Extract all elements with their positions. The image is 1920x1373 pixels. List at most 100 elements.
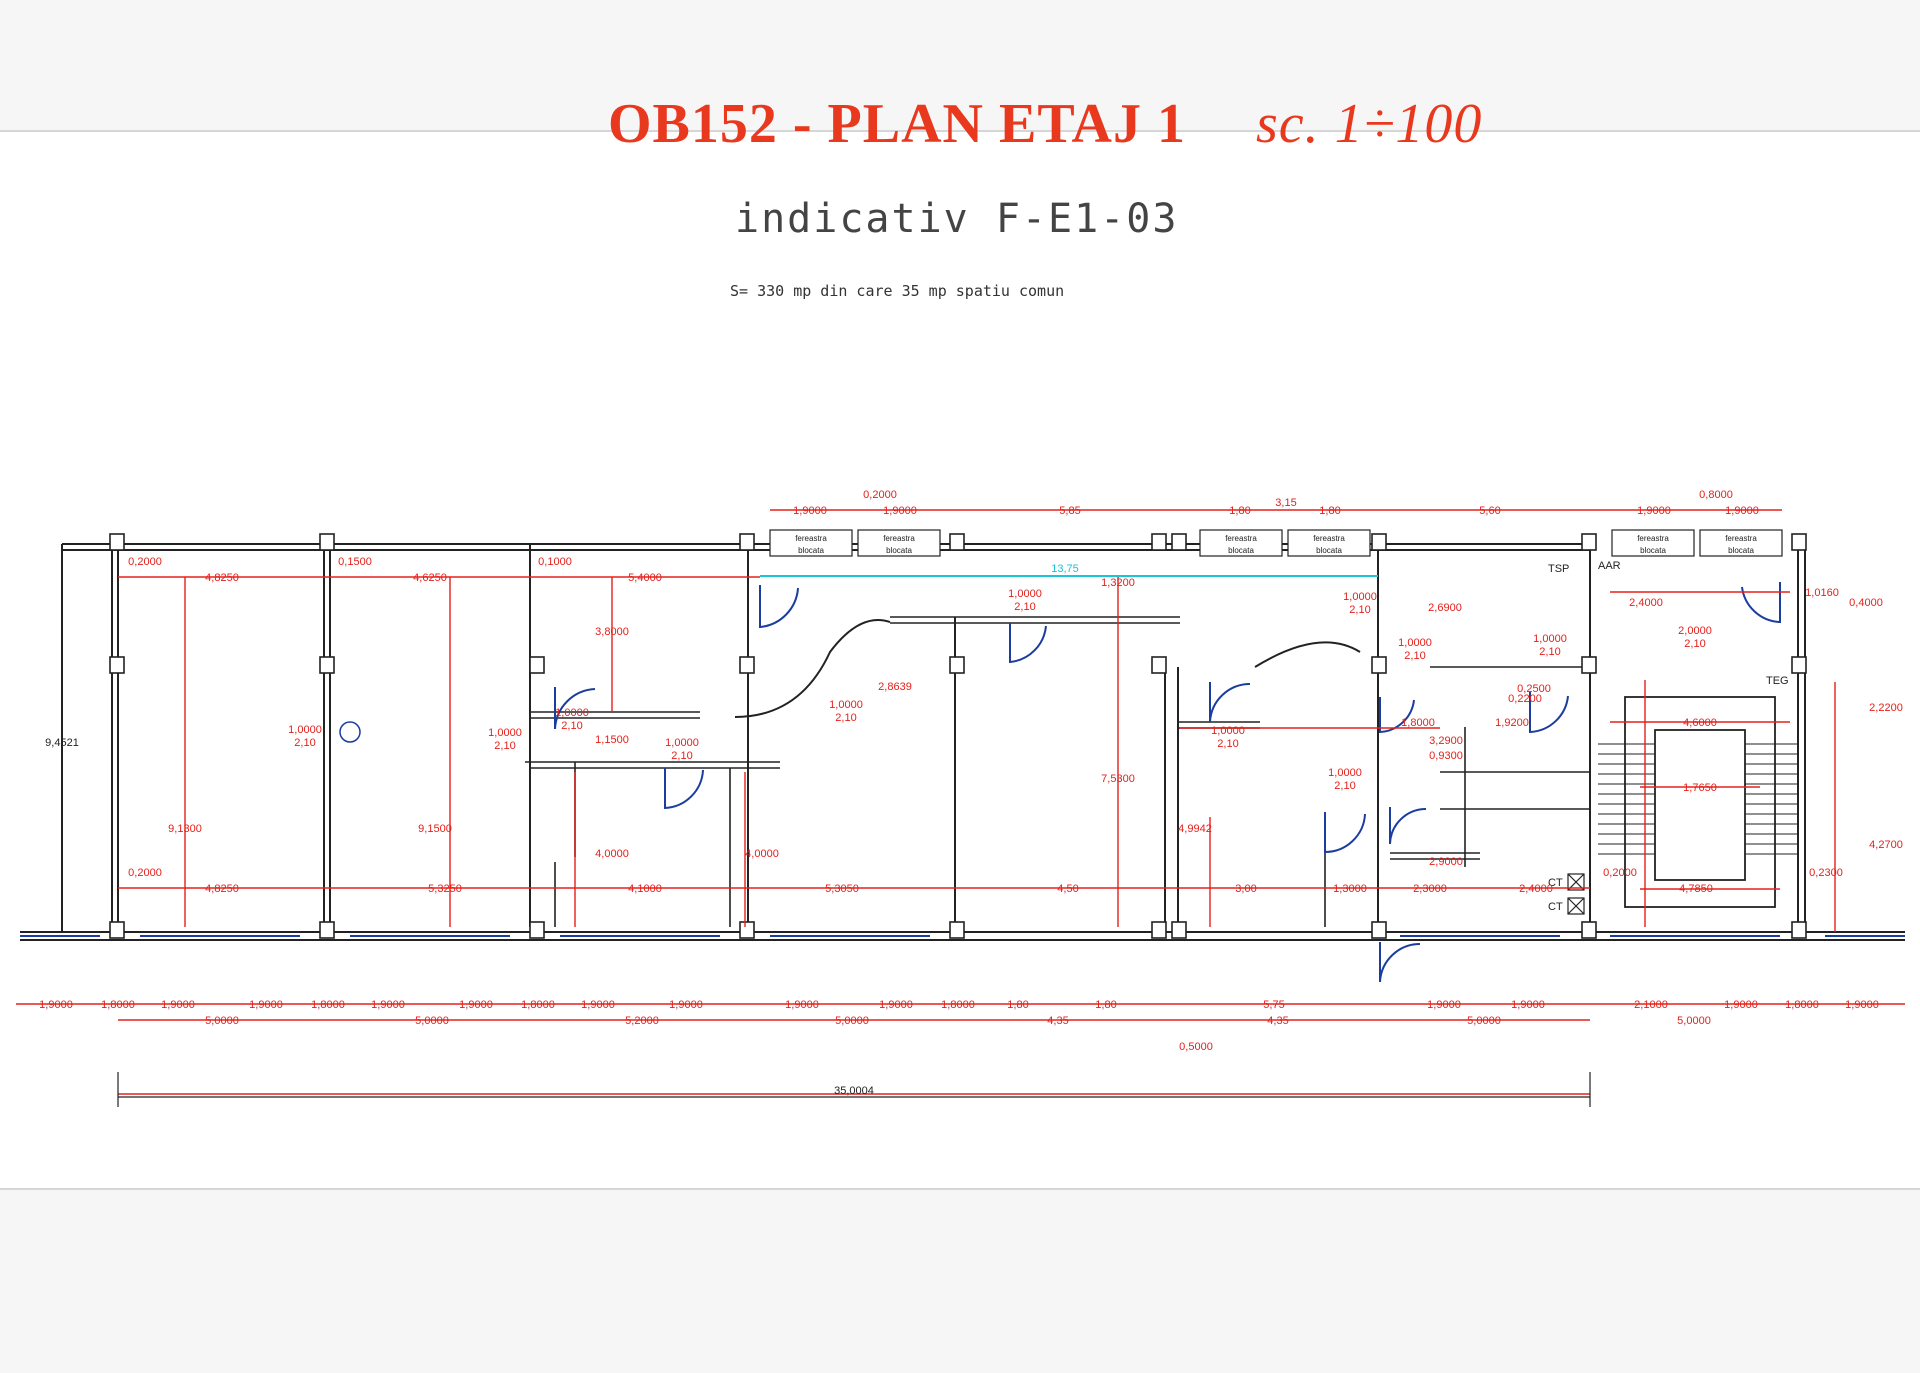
dim-misc: 0,9300 <box>1429 750 1463 762</box>
plan-title-main: OB152 - PLAN ETAJ 1 <box>608 93 1186 155</box>
dim-bottom: 1,80 <box>1007 999 1028 1011</box>
hydrant-icon <box>339 721 361 743</box>
overall-height: 9,4521 <box>45 737 79 749</box>
dim-bottom: 1,9000 <box>1511 999 1545 1011</box>
window-label: blocata <box>1316 546 1342 555</box>
dim-top: 5,85 <box>1059 505 1080 517</box>
dim-top: 1,9000 <box>883 505 917 517</box>
door-swing <box>1379 697 1415 734</box>
dim-bottom-bay: 5,2000 <box>625 1015 659 1027</box>
dim-bottom: 1,9000 <box>371 999 405 1011</box>
dim-top: 1,9000 <box>793 505 827 517</box>
room-width: 3,00 <box>1235 883 1256 895</box>
tag-ct: CT <box>1548 877 1563 889</box>
dim-misc: 2,9000 <box>1429 856 1463 868</box>
dimension-texts: 1,9000 1,8000 1,9000 1,9000 1,8000 1,900… <box>39 489 1903 1053</box>
dim-bottom: 5,75 <box>1263 999 1284 1011</box>
top-windows <box>769 529 1783 557</box>
room-width: 4,8250 <box>205 572 239 584</box>
door-size: 2,10 <box>1014 601 1035 613</box>
dim-misc: 0,2500 <box>1517 683 1551 695</box>
window-label: fereastra <box>1225 534 1257 543</box>
door-swing <box>554 687 596 730</box>
dim-bottom: 1,9000 <box>459 999 493 1011</box>
doors <box>554 582 1781 983</box>
tag-ct: CT <box>1548 901 1563 913</box>
door-swing <box>759 585 799 629</box>
wall-offset: 0,1000 <box>538 556 572 568</box>
dim-top: 1,9000 <box>1637 505 1671 517</box>
dim-bottom: 1,9000 <box>669 999 703 1011</box>
door-size: 1,0000 <box>555 707 589 719</box>
dim-misc: 0,2300 <box>1809 867 1843 879</box>
overall-length: 35,0004 <box>834 1085 874 1097</box>
tag-teg: TEG <box>1766 675 1789 687</box>
plan-indicativ: indicativ F-E1-03 <box>735 196 1179 242</box>
window-label: fereastra <box>795 534 827 543</box>
stair-steps <box>1598 743 1798 855</box>
door-size: 2,10 <box>294 737 315 749</box>
door-swing <box>1389 807 1427 845</box>
dim-misc: 0,4000 <box>1849 597 1883 609</box>
window-label: blocata <box>1228 546 1254 555</box>
window-label: fereastra <box>1725 534 1757 543</box>
dim-bottom: 1,9000 <box>879 999 913 1011</box>
door-size: 2,10 <box>561 720 582 732</box>
dim-misc: 1,9200 <box>1495 717 1529 729</box>
overall-dimension-texts: 35,0004 9,4521 <box>45 737 874 1097</box>
door-size: 2,10 <box>671 750 692 762</box>
dim-misc: 1,1500 <box>595 734 629 746</box>
overall-dimension-lines <box>61 544 1591 1107</box>
dim-top-small: 0,2000 <box>863 489 897 501</box>
window-label: blocata <box>798 546 824 555</box>
door-size: 1,0000 <box>1533 633 1567 645</box>
wall-offset: 0,2000 <box>128 867 162 879</box>
dim-bottom: 1,9000 <box>249 999 283 1011</box>
room-width: 4,8250 <box>205 883 239 895</box>
dim-bottom: 1,8000 <box>101 999 135 1011</box>
door-size: 1,0000 <box>1008 588 1042 600</box>
window-label: blocata <box>1640 546 1666 555</box>
room-height: 7,5300 <box>1101 773 1135 785</box>
dim-bottom-bay: 5,0000 <box>1467 1015 1501 1027</box>
dim-misc: 4,2700 <box>1869 839 1903 851</box>
dim-misc: 3,2900 <box>1429 735 1463 747</box>
room-height: 3,8000 <box>595 626 629 638</box>
dim-top-small: 0,8000 <box>1699 489 1733 501</box>
dim-bottom-bay: 5,0000 <box>415 1015 449 1027</box>
door-swing <box>664 768 704 810</box>
equipment-tags: TSP AAR TEG CT CT <box>1548 560 1789 913</box>
room-width: 2,3000 <box>1413 883 1447 895</box>
door-size: 1,0000 <box>665 737 699 749</box>
dim-misc: 0,2000 <box>1603 867 1637 879</box>
dim-bottom: 2,1000 <box>1634 999 1668 1011</box>
window-label: blocata <box>886 546 912 555</box>
dim-top: 1,80 <box>1229 505 1250 517</box>
dim-bottom: 1,9000 <box>161 999 195 1011</box>
structural-columns <box>109 533 1807 939</box>
room-width: 4,6250 <box>413 572 447 584</box>
dim-top-small: 3,15 <box>1275 497 1296 509</box>
dim-bottom: 1,8000 <box>521 999 555 1011</box>
viewer-bottom-bar <box>0 1188 1920 1373</box>
dim-bottom-bay: 4,35 <box>1047 1015 1068 1027</box>
door-size: 2,10 <box>1217 738 1238 750</box>
room-width: 1,3000 <box>1333 883 1367 895</box>
window-labels: fereastra blocata fereastra blocata fere… <box>795 534 1757 555</box>
dim-bottom: 1,8000 <box>941 999 975 1011</box>
wall-offset: 0,1500 <box>338 556 372 568</box>
room-width: 1,3200 <box>1101 577 1135 589</box>
door-size: 1,0000 <box>488 727 522 739</box>
dim-bottom: 1,9000 <box>785 999 819 1011</box>
dim-bottom: 1,9000 <box>1845 999 1879 1011</box>
room-height: 4,9942 <box>1178 823 1212 835</box>
dim-top: 1,80 <box>1319 505 1340 517</box>
curved-wall <box>734 619 891 718</box>
room-width: 2,4000 <box>1519 883 1553 895</box>
door-swing <box>1324 812 1366 854</box>
tag-tsp: TSP <box>1548 563 1569 575</box>
wall-offset: 0,2000 <box>128 556 162 568</box>
curved-wall <box>1254 641 1361 668</box>
dim-top: 1,9000 <box>1725 505 1759 517</box>
